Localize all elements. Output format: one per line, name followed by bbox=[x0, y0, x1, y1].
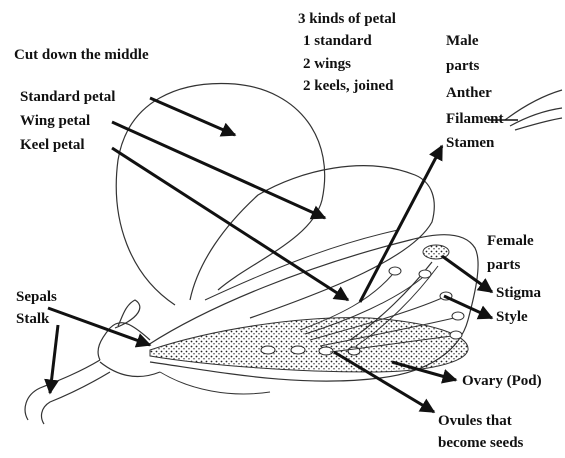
keel-petal-label: Keel petal bbox=[20, 136, 85, 154]
standard-petal-label: Standard petal bbox=[20, 88, 115, 106]
ovules-label: become seeds bbox=[438, 434, 523, 452]
stigma-label: Stigma bbox=[496, 284, 541, 302]
style-label: Style bbox=[496, 308, 528, 326]
petal-info-heading: 3 kinds of petal bbox=[298, 10, 396, 28]
petal-info-line: 1 standard bbox=[303, 32, 372, 50]
standard-petal-outline bbox=[116, 84, 324, 305]
male-parts-heading: parts bbox=[446, 57, 479, 75]
anther-label: Anther bbox=[446, 84, 492, 102]
sepals-label: Sepals bbox=[16, 288, 57, 306]
diagram-title: Cut down the middle bbox=[14, 46, 149, 64]
male-parts-heading: Male bbox=[446, 32, 478, 50]
anther-filament-inset bbox=[505, 90, 562, 130]
stalk-outline bbox=[25, 360, 110, 424]
ovary-label: Ovary (Pod) bbox=[462, 372, 542, 390]
stalk-label: Stalk bbox=[16, 310, 49, 328]
wing-petal-label: Wing petal bbox=[20, 112, 90, 130]
stamen-label: Stamen bbox=[446, 134, 494, 152]
female-parts-heading: parts bbox=[487, 256, 520, 274]
ovules-label: Ovules that bbox=[438, 412, 512, 430]
petal-info-line: 2 wings bbox=[303, 55, 351, 73]
filament-label: Filament bbox=[446, 110, 504, 128]
petal-info-line: 2 keels, joined bbox=[303, 77, 393, 95]
female-parts-heading: Female bbox=[487, 232, 534, 250]
